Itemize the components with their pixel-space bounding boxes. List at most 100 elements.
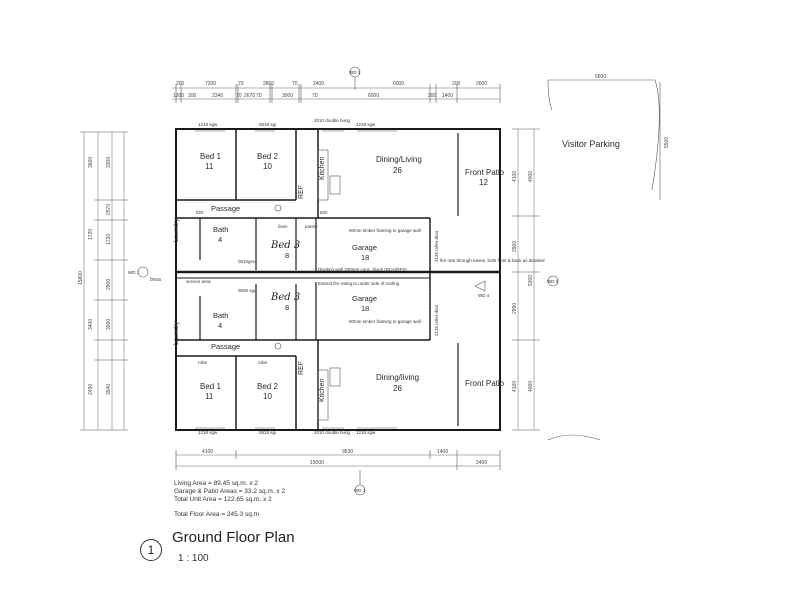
dim-bottom-overall: 15000	[310, 460, 324, 466]
room-garage-top: Garage	[352, 243, 377, 252]
svg-text:820: 820	[196, 210, 204, 215]
right-dimensions: 4100 2900 2990 4100 4000 5300 4000	[512, 128, 540, 431]
room-bath-top-area: 4	[218, 235, 222, 244]
dim-bottom-3: 1400	[437, 449, 448, 455]
note-extend-firewall: Extend fire rating to under side of roof…	[318, 281, 400, 286]
drawing-number-badge: 1	[140, 539, 162, 561]
room-kitchen-top: Kitchen	[319, 157, 326, 180]
room-patio-bot: Front Patio	[465, 379, 505, 388]
section-marker-bottom: WD 1	[354, 470, 366, 496]
svg-text:1218 sgw: 1218 sgw	[198, 430, 218, 435]
dim-top2-11: 1400	[442, 93, 453, 99]
note-dividing-wall: Dividing wall 200mm conc. block (BCA/RFS…	[318, 267, 407, 272]
room-bed2-top-area: 10	[263, 162, 272, 171]
dim-top2-10: 200	[428, 93, 437, 99]
dim-left-in-3: 1720	[106, 234, 112, 245]
section-marker-garage: WD 4	[474, 280, 490, 298]
room-patio-top: Front Patio	[465, 168, 505, 177]
room-bed2-bot: Bed 2	[257, 382, 278, 391]
room-passage-top: Passage	[211, 204, 240, 213]
ref-bot: REF	[298, 361, 305, 375]
svg-text:WD 1: WD 1	[547, 279, 559, 284]
room-bed1-top: Bed 1	[200, 152, 221, 161]
svg-text:pantry: pantry	[305, 224, 318, 229]
dim-left-overall: 15800	[78, 271, 84, 285]
svg-text:WD 4: WD 4	[478, 293, 490, 298]
room-bath-bot: Bath	[213, 311, 228, 320]
room-patio-top-area: 12	[479, 178, 488, 187]
drawing-scale: 1 : 100	[178, 553, 209, 564]
label-visitor-parking: Visitor Parking	[562, 139, 620, 149]
dim-top-2: 7200	[205, 81, 216, 87]
svg-text:5500: 5500	[664, 137, 670, 148]
building-walls	[175, 128, 501, 431]
dim-left-3: 3400	[88, 319, 94, 330]
room-bed3-top-area: 8	[285, 251, 289, 260]
svg-text:2990: 2990	[512, 303, 518, 314]
svg-text:robe: robe	[258, 360, 268, 365]
room-bed2-top: Bed 2	[257, 152, 278, 161]
dim-top-8: 200	[452, 81, 461, 87]
dim-top-9: 2600	[476, 81, 487, 87]
svg-text:linen: linen	[278, 224, 288, 229]
note-dbl-hung-top: 2010 double hung	[314, 118, 351, 123]
dim-top2-7: 3000	[282, 93, 293, 99]
dim-top2-6: 70	[256, 93, 262, 99]
svg-text:4000: 4000	[528, 381, 534, 392]
svg-text:0618 sgi: 0618 sgi	[259, 122, 276, 127]
dim-top2-2: 200	[188, 93, 197, 99]
room-bed2-bot-area: 10	[263, 392, 272, 401]
note-timber-top: 90mm timber framing to garage wall	[349, 228, 421, 233]
room-passage-bot: Passage	[211, 342, 240, 351]
dim-top2-5: 2670	[244, 93, 255, 99]
section-marker-right: WD 1	[547, 275, 559, 287]
svg-text:bnsa: bnsa	[150, 277, 161, 283]
dim-left-in-5: 2900	[106, 279, 112, 290]
svg-text:2135 roller door: 2135 roller door	[434, 304, 439, 336]
drawing-title: Ground Floor Plan	[172, 529, 295, 546]
room-bath-bot-area: 4	[218, 321, 222, 330]
dim-top-7: 6000	[393, 81, 404, 87]
left-dimensions: 3600 1720 3400 2490 15800 3300 2570 1720…	[78, 131, 128, 431]
ref-top: REF	[298, 185, 305, 199]
dim-top2-4: 70	[236, 93, 242, 99]
note-timber-bot: 90mm timber framing to garage wall	[349, 319, 421, 324]
top-dimensions: 200 7200 70 2800 70 2400 6000 200 2600 1…	[172, 81, 501, 103]
room-laundry-bot: Laundry	[173, 321, 180, 345]
room-bed3-bot: Bed 3	[270, 292, 300, 303]
note-living-area: Living Area = 89.45 sq.m. x 2	[174, 480, 259, 487]
room-bath-top: Bath	[213, 225, 228, 234]
dim-top-6: 2400	[313, 81, 324, 87]
svg-text:0610gsv: 0610gsv	[238, 259, 256, 264]
dim-top2-3: 2340	[212, 93, 223, 99]
area-notes: Living Area = 89.45 sq.m. x 2 Garage & P…	[174, 480, 285, 519]
room-laundry-top: Laundry	[173, 218, 180, 242]
note-total-floor: Total Floor Area = 245.3 sq.m	[174, 511, 260, 518]
svg-text:4100: 4100	[512, 171, 518, 182]
room-dining-bot-area: 26	[393, 384, 402, 393]
note-fire-rate: fire rate through eaves, both front & ba…	[440, 258, 545, 263]
room-bed3-bot-area: 8	[285, 303, 289, 312]
dim-bottom-2: 9530	[342, 449, 353, 455]
section-marker-top: WD 1	[349, 66, 361, 90]
room-garage-bot: Garage	[352, 294, 377, 303]
room-bed1-top-area: 11	[205, 162, 214, 171]
svg-text:5300: 5300	[528, 275, 534, 286]
room-bed1-bot-area: 11	[205, 392, 214, 401]
dim-left-4: 2490	[88, 384, 94, 395]
svg-text:4100: 4100	[512, 381, 518, 392]
svg-text:820: 820	[320, 210, 328, 215]
dim-top-5: 70	[292, 81, 298, 87]
dim-left-2: 1720	[88, 229, 94, 240]
bottom-dimensions: 4100 9530 1400 15000 2400	[175, 449, 501, 470]
svg-text:2135 roller door: 2135 roller door	[434, 230, 439, 262]
svg-text:4000: 4000	[528, 171, 534, 182]
top-unit-labels: Bed 1 11 Bed 2 10 Kitchen REF Dining/Liv…	[173, 118, 545, 286]
svg-text:1218 sgw: 1218 sgw	[356, 122, 376, 127]
room-garage-top-area: 18	[361, 253, 369, 262]
svg-text:robe: robe	[198, 360, 208, 365]
note-dbl-hung-bot: 2010 double hung	[314, 430, 351, 435]
room-bed3-top: Bed 3	[270, 240, 300, 251]
room-kitchen-bot: Kitchen	[319, 379, 326, 402]
